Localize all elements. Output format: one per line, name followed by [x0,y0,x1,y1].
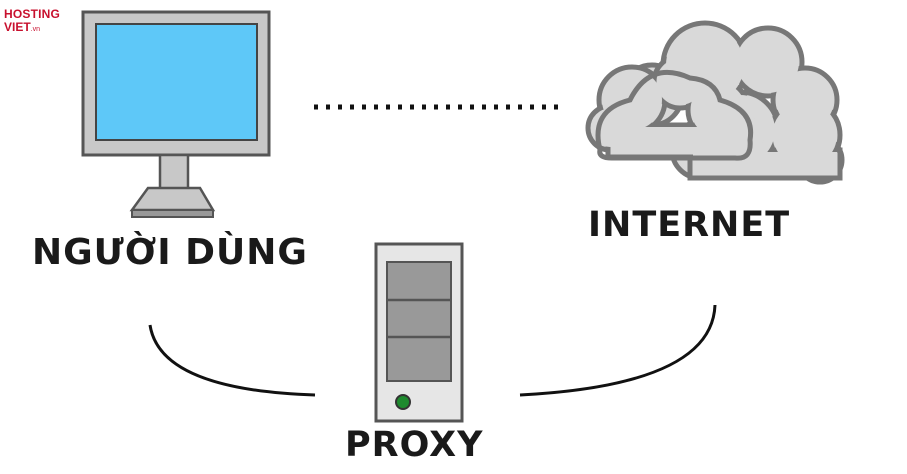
logo-line1: HOSTING [4,7,61,21]
curve-connector-left [148,324,316,397]
logo-line2-text: VIET [4,20,31,34]
user-label: NGƯỜI DÙNG [32,232,308,273]
logo-suffix: .vn [30,26,41,33]
brand-logo: HOSTING VIET.vn [4,8,60,36]
proxy-label: PROXY [345,425,484,465]
curve-connector-right [519,304,717,397]
server-icon [374,242,464,423]
monitor-icon [81,10,271,218]
power-led-icon [395,394,411,410]
internet-label: INTERNET [588,205,791,245]
logo-line2: VIET.vn [4,21,60,36]
